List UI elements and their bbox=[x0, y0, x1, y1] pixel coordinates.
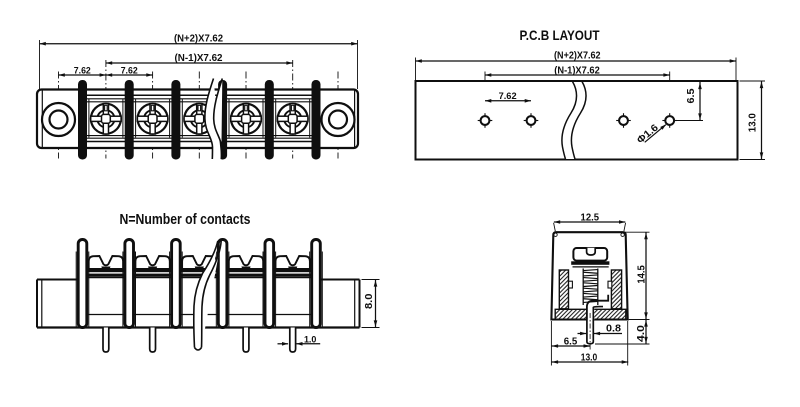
svg-text:(N-1)X7.62: (N-1)X7.62 bbox=[175, 52, 223, 64]
svg-text:8.0: 8.0 bbox=[364, 293, 375, 309]
svg-text:N=Number of contacts: N=Number of contacts bbox=[120, 211, 251, 228]
svg-text:P.C.B LAYOUT: P.C.B LAYOUT bbox=[520, 27, 600, 43]
svg-text:13.0: 13.0 bbox=[581, 352, 598, 363]
svg-text:0.8: 0.8 bbox=[606, 323, 621, 334]
svg-text:(N+2)X7.62: (N+2)X7.62 bbox=[554, 51, 601, 62]
svg-text:14.5: 14.5 bbox=[636, 265, 647, 284]
svg-text:6.5: 6.5 bbox=[564, 336, 578, 347]
svg-text:4.0: 4.0 bbox=[636, 324, 647, 342]
svg-text:1.0: 1.0 bbox=[304, 335, 317, 346]
svg-text:12.5: 12.5 bbox=[581, 212, 600, 223]
svg-text:(N-1)X7.62: (N-1)X7.62 bbox=[554, 65, 600, 76]
svg-text:6.5: 6.5 bbox=[686, 88, 697, 103]
svg-text:(N+2)X7.62: (N+2)X7.62 bbox=[174, 32, 223, 44]
svg-text:7.62: 7.62 bbox=[121, 65, 138, 76]
svg-text:13.0: 13.0 bbox=[748, 113, 759, 132]
svg-text:7.62: 7.62 bbox=[499, 91, 517, 102]
svg-text:7.62: 7.62 bbox=[74, 65, 91, 76]
